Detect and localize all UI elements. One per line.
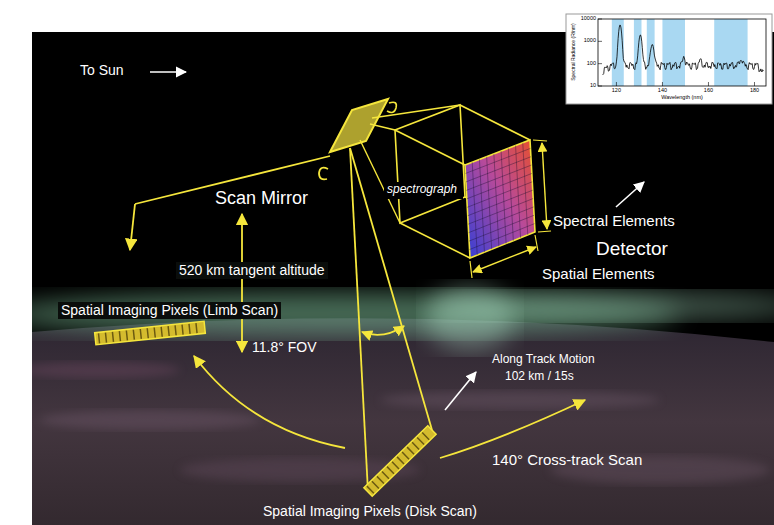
plot-frame bbox=[598, 19, 766, 86]
tick bbox=[598, 63, 602, 64]
altitude-dimension bbox=[241, 214, 243, 352]
pixel-bar bbox=[364, 426, 436, 497]
fov-label: 11.8° FOV bbox=[252, 340, 316, 355]
axis-tick-label: 140 bbox=[658, 88, 667, 94]
detector-cell-line bbox=[469, 215, 534, 241]
spectral-dimension bbox=[542, 143, 547, 229]
axis-tick-label: 100 bbox=[587, 61, 596, 67]
part-name: Detector bbox=[596, 239, 668, 259]
tick bbox=[754, 82, 755, 86]
inset-pointer bbox=[616, 182, 644, 207]
detector-cell-line bbox=[469, 207, 534, 233]
detector-cell-line bbox=[487, 157, 492, 250]
pixel-divisions bbox=[98, 328, 201, 339]
detector-grid bbox=[465, 143, 534, 255]
axis-title: Spectral Radiance (R/nm) bbox=[571, 23, 576, 81]
detector-cell-line bbox=[508, 148, 513, 240]
axis-tick-label: 1000 bbox=[584, 38, 596, 44]
motion-label: Along Track Motion bbox=[492, 353, 595, 366]
passband bbox=[714, 19, 747, 86]
spectrograph-edge bbox=[395, 130, 465, 165]
fov-arc bbox=[362, 326, 404, 335]
dimension-label: Spatial Elements bbox=[542, 266, 655, 282]
dimension-label: Spectral Elements bbox=[553, 213, 675, 229]
tick bbox=[598, 19, 602, 20]
extension-line bbox=[535, 235, 538, 251]
detector-cell-line bbox=[468, 199, 533, 225]
node-text: spectrograph bbox=[387, 183, 460, 196]
earth-surface bbox=[32, 318, 774, 525]
detector bbox=[465, 140, 535, 258]
tick bbox=[662, 82, 663, 86]
space-ground bbox=[32, 32, 774, 525]
scan-label: 140° Cross-track Scan bbox=[492, 452, 642, 468]
spectrograph-front bbox=[395, 105, 465, 223]
detector-cell-line bbox=[479, 159, 484, 252]
pixel-label: Spatial Imaging Pixels (Limb Scan) bbox=[58, 302, 281, 319]
passband bbox=[662, 19, 685, 86]
detector-cell-line bbox=[494, 154, 499, 247]
axis-tick-label: 120 bbox=[612, 88, 621, 94]
optical-ray bbox=[372, 105, 460, 118]
extension-line bbox=[538, 231, 551, 232]
optical-ray bbox=[370, 124, 395, 130]
extension-line bbox=[533, 140, 547, 141]
pixel-bar bbox=[95, 321, 206, 344]
extension-line bbox=[470, 261, 472, 278]
axis-tick-label: 180 bbox=[750, 88, 759, 94]
pixel-label: Spatial Imaging Pixels (Disk Scan) bbox=[263, 504, 477, 519]
axis-ticks bbox=[598, 19, 754, 86]
axis-tick-label: 10 bbox=[590, 83, 596, 89]
passband bbox=[612, 19, 624, 86]
spectral-bands bbox=[612, 19, 748, 86]
axis-title: Wavelength (nm) bbox=[661, 95, 703, 101]
limb-pixel-bar bbox=[95, 321, 206, 344]
tick bbox=[598, 86, 602, 87]
spatial-dimension bbox=[473, 247, 536, 272]
tick bbox=[616, 82, 617, 86]
scan-symbol bbox=[319, 168, 328, 180]
motion-rate: 102 km / 15s bbox=[505, 370, 574, 383]
mirror-mount bbox=[387, 102, 396, 112]
earth-scene bbox=[32, 286, 774, 525]
sun-direction-label: To Sun bbox=[80, 63, 124, 78]
scan-mirror bbox=[330, 99, 388, 152]
detector-cell-line bbox=[501, 151, 506, 243]
detector-cell-line bbox=[472, 162, 477, 255]
spectrograph-edge bbox=[400, 223, 470, 258]
spectrograph-box: spectrograph bbox=[384, 182, 463, 199]
aurora bbox=[425, 286, 515, 350]
spectrum-plot bbox=[603, 25, 764, 74]
tick bbox=[708, 82, 709, 86]
limb-ray-arrow bbox=[130, 204, 135, 250]
along-track-arrow bbox=[445, 372, 476, 410]
dimension-label: 520 km tangent altitude bbox=[176, 262, 328, 279]
detector-cell-line bbox=[516, 146, 521, 238]
disk-pixel-bar bbox=[364, 426, 436, 497]
sun-arrow bbox=[150, 71, 186, 73]
part-name: Scan Mirror bbox=[215, 189, 308, 208]
axis-tick-label: 10000 bbox=[581, 16, 596, 22]
tick bbox=[598, 41, 602, 42]
inset-panel bbox=[566, 14, 772, 104]
spectrum-line bbox=[603, 25, 764, 74]
detector-cell-line bbox=[523, 143, 528, 235]
scan-arc bbox=[194, 356, 345, 448]
detector-cell-line bbox=[470, 224, 535, 250]
scan-arc bbox=[440, 400, 585, 458]
pixel-divisions bbox=[370, 432, 430, 490]
cloud bbox=[40, 410, 260, 430]
spectrograph-edge bbox=[460, 105, 530, 140]
cloud bbox=[32, 362, 180, 378]
axis-tick-label: 160 bbox=[704, 88, 713, 94]
